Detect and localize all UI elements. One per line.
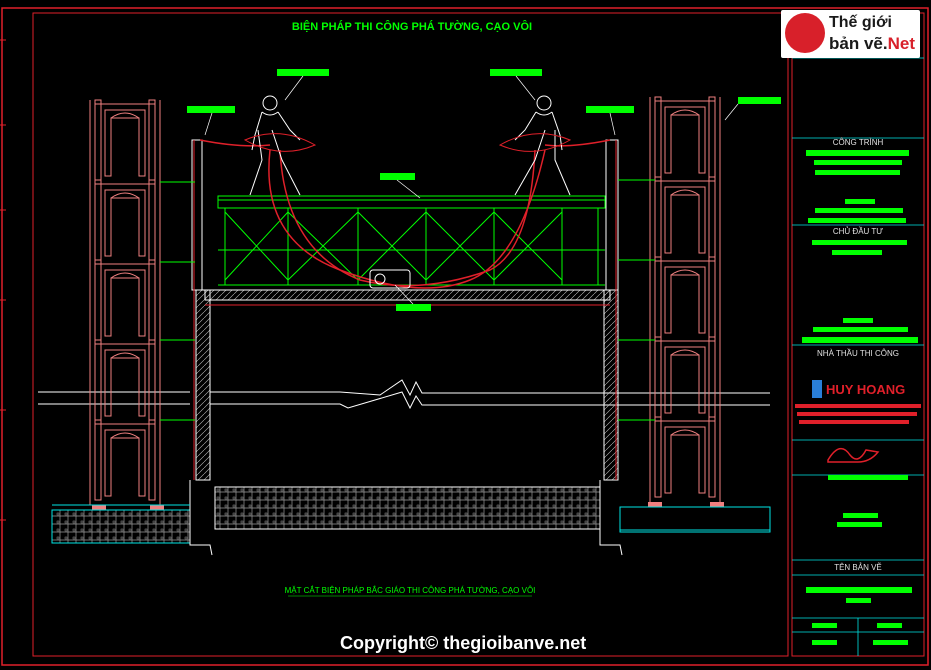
company-name: HUY HOANG [826,382,905,397]
section-break-line [38,379,770,397]
left-scaffold-tower [89,99,164,510]
label-chu-dau-tu: CHỦ ĐẦU TƯ [833,226,883,236]
label-cong-trinh: CÔNG TRÌNH [833,138,884,147]
hanging-cables [199,139,611,289]
compressor [369,269,411,289]
worker-left [243,95,317,196]
callout-leaders [204,75,739,305]
logo-line2b: Net [887,34,915,53]
title-block-border [791,12,925,657]
copyright-watermark: Copyright© thegioibanve.net [340,633,587,653]
label-nha-thau: NHÀ THẦU THI CÔNG [817,348,899,358]
site-logo[interactable]: Thế giới bản vẽ.Net [781,10,920,58]
scaffold-ties [160,179,655,421]
house-icon [785,13,825,53]
callout-labels [187,69,781,311]
margin-ticks [0,39,6,521]
title-block-bars [802,150,918,645]
logo-line2: bản vẽ.Net [829,34,915,54]
foundation [51,480,771,556]
right-scaffold-tower [648,96,724,507]
worker-right [498,95,572,196]
logo-line1: Thế giới [829,14,892,31]
drawing-title: BIỆN PHÁP THI CÔNG PHÁ TƯỜNG, CẠO VÔI [292,20,532,33]
signature [827,447,880,463]
outer-border [1,7,929,666]
drawing-caption: MẶT CẮT BIỆN PHÁP BẮC GIÁO THI CÔNG PHÁ … [285,586,536,595]
inner-border [32,12,789,657]
label-ten-ban-ve: TÊN BẢN VẼ [834,563,882,572]
floor-slab [204,289,611,306]
logo-line2a: bản vẽ. [829,34,888,53]
walls [191,139,619,481]
company-logo: HUY HOANG [795,380,921,424]
